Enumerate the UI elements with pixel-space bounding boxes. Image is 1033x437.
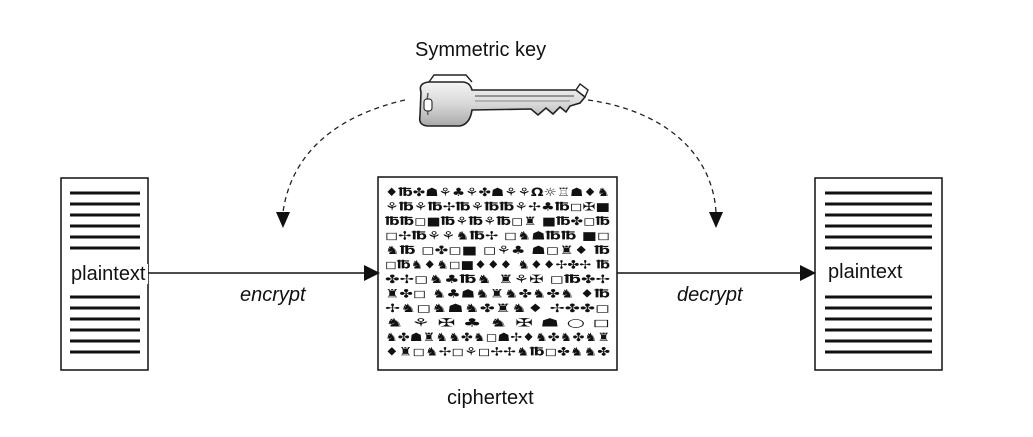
decrypt-dashed-arrowhead [709,212,723,228]
key-icon [418,74,589,127]
plaintext-left-label: plaintext [69,263,148,285]
cipher-glyph-row: ♞℔ ◻✤◻■ ◻⚘♣ ☗◻♜♦ ℔ [385,243,610,257]
cipher-glyph-row: ◻✢℔⚘⚘♞℔✢ ◻♞☗℔℔ ■◻ [385,229,610,243]
cipher-glyph-row: ⚘℔⚘℔✢℔⚘℔℔⚘✢♣℔◻✠■ [385,200,610,214]
cipher-glyph-row: ♦℔✤☗⚘♣⚘✤☗⚘⚘Ω☼♖☗♦♞ [385,185,610,199]
key-to-decrypt-dashed-arrow [587,99,717,213]
cipher-glyph-row: ✢♞◻♞☗♞✤♜♞♦ ✢✤✤◻ [385,301,610,315]
cipher-glyph-row: ◻℔♞♦♞◻■♦♦♦ ♞♦♦✢✤✢ ℔ [385,258,610,272]
decrypt-arrowhead [800,265,816,281]
cipher-glyph-row: ℔℔◻■℔⚘℔⚘℔◻♜ ■℔✤◻℔ [385,214,610,228]
symmetric-key-label: Symmetric key [415,39,547,61]
cipher-glyph-row: ✤✢◻♞♣℔♞ ♜⚘✠ ◻℔✤✢ [385,272,611,286]
cipher-glyph-rows: ♦℔✤☗⚘♣⚘✤☗⚘⚘Ω☼♖☗♦♞⚘℔⚘℔✢℔⚘℔℔⚘✢♣℔◻✠■℔℔◻■℔⚘℔… [385,185,611,359]
cipher-glyph-row: ♞ ⚘ ✠ ♣ ♞ ✠ ☗ ○ ◻ [385,316,610,330]
ciphertext-document: ♦℔✤☗⚘♣⚘✤☗⚘⚘Ω☼♖☗♦♞⚘℔⚘℔✢℔⚘℔℔⚘✢♣℔◻✠■℔℔◻■℔⚘℔… [377,176,618,371]
key-to-encrypt-dashed-arrow [282,99,406,213]
plaintext-right-label: plaintext [826,261,905,283]
decrypt-label: decrypt [677,284,743,306]
document-text-lines [825,191,932,354]
cipher-glyph-row: ♜✤◻ ♞♣☗♞♜♞✤♞✤♞ ♦℔ [385,287,610,301]
encrypt-arrowhead [364,265,380,281]
encrypt-dashed-arrowhead [276,212,290,228]
cipher-glyph-row: ♞✤☗♜♞♞✤♞◻☗✢♦♞✤♞✤♞♜ [385,330,610,344]
encrypt-label: encrypt [240,284,306,306]
document-text-lines [70,191,140,354]
ciphertext-label: ciphertext [447,387,534,409]
cipher-glyph-row: ♦♜◻♞✢◻⚘◻✢✢♞℔◻✤♞♞✤ [385,345,610,359]
plaintext-document-right [814,177,943,371]
